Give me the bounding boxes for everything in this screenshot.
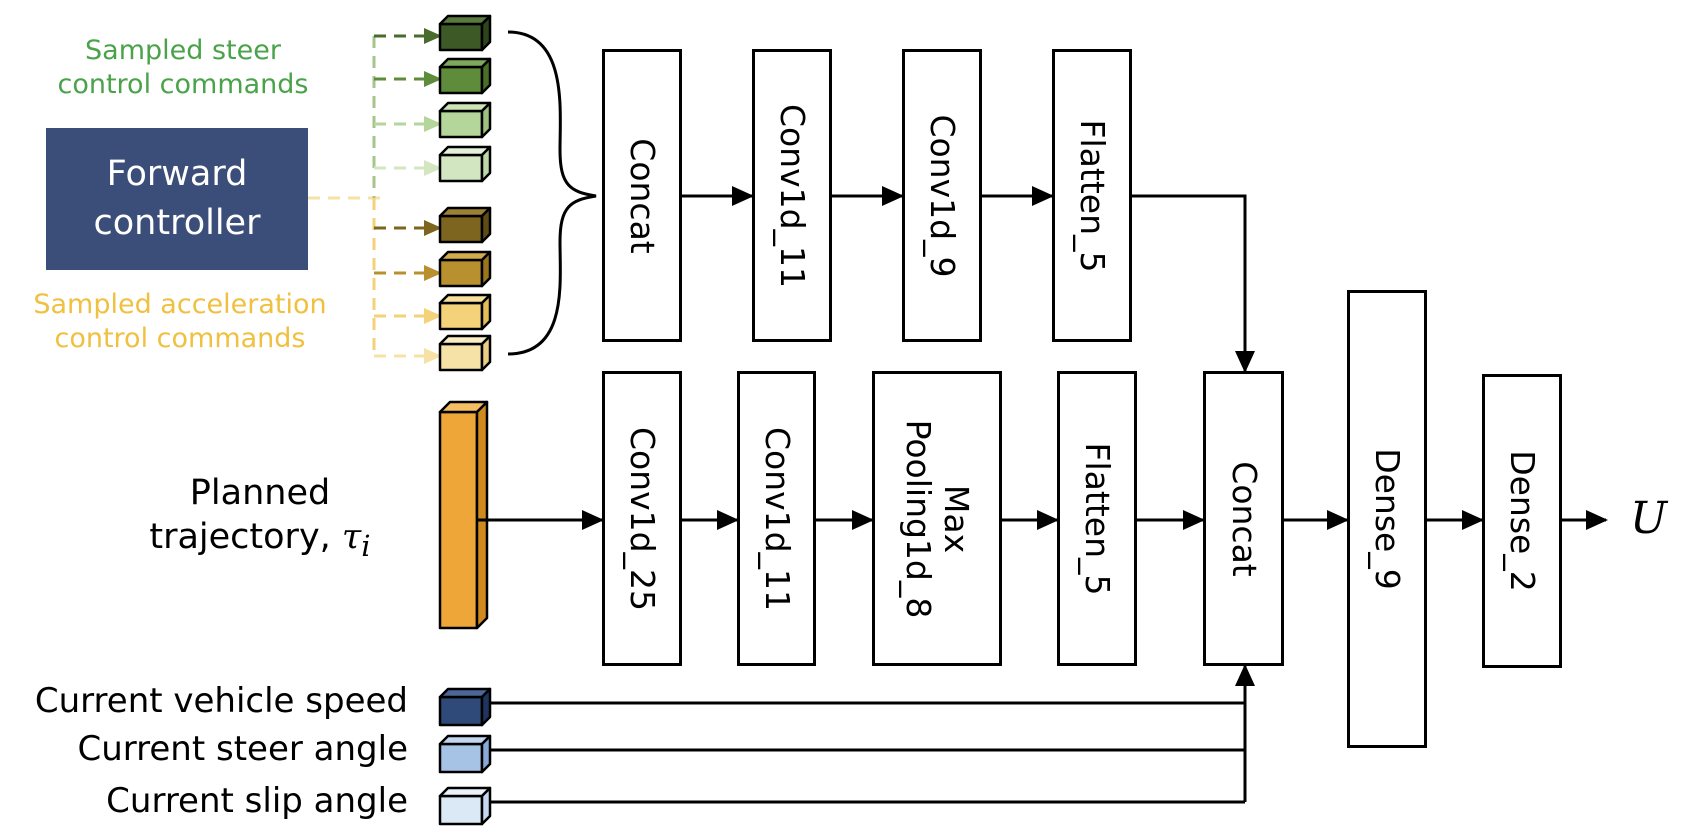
input-label-speed: Current vehicle speed [34, 681, 408, 721]
top-conv1d-9-layer: Conv1d_9 [902, 49, 982, 342]
accel-command-cube-2 [438, 250, 492, 288]
top-conv1d-11-layer: Conv1d_11 [752, 49, 832, 342]
top-conv1d-9-label: Conv1d_9 [922, 113, 962, 278]
steer-command-cube-4 [438, 145, 492, 183]
trajectory-subscript: i [361, 528, 371, 563]
top-concat-label: Concat [622, 137, 662, 254]
trajectory-symbol: τ [341, 516, 362, 557]
merge-concat-label: Concat [1224, 460, 1264, 577]
top-flatten-5-label: Flatten_5 [1072, 119, 1112, 272]
dense-9-label: Dense_9 [1367, 448, 1407, 590]
bottom-flatten-5-layer: Flatten_5 [1057, 371, 1137, 666]
planned-trajectory-text: Planned trajectory, [149, 473, 331, 557]
slip-angle-cube [438, 786, 492, 826]
top-concat-layer: Concat [602, 49, 682, 342]
steer-command-cube-2 [438, 57, 492, 95]
top-flatten-5-layer: Flatten_5 [1052, 49, 1132, 342]
output-symbol: U [1630, 493, 1668, 544]
sampled-commands-brace [507, 30, 597, 356]
dense-2-layer: Dense_2 [1482, 374, 1562, 668]
top-conv1d-11-label: Conv1d_11 [772, 103, 812, 288]
bottom-conv1d-11-label: Conv1d_11 [757, 426, 797, 611]
state-input-arrows [490, 664, 1255, 804]
bottom-conv1d-25-label: Conv1d_25 [622, 426, 662, 611]
forward-controller-box: Forward controller [46, 128, 308, 270]
trajectory-bar [438, 400, 489, 630]
sampled-command-connectors [308, 28, 442, 364]
top-branch-arrows [682, 186, 1255, 373]
steer-command-cube-3 [438, 101, 492, 139]
dense-2-label: Dense_2 [1502, 450, 1542, 592]
accel-command-cube-4 [438, 334, 492, 372]
accel-command-cube-3 [438, 293, 492, 331]
bottom-conv1d-25-layer: Conv1d_25 [602, 371, 682, 666]
bottom-conv1d-11-layer: Conv1d_11 [737, 371, 816, 666]
bottom-maxpooling-label: Max Pooling1d_8 [899, 419, 976, 618]
forward-controller-label: Forward controller [93, 154, 261, 243]
bottom-maxpooling-layer: Max Pooling1d_8 [872, 371, 1002, 666]
vehicle-speed-cube [438, 687, 492, 727]
merge-concat-layer: Concat [1203, 371, 1284, 666]
bottom-flatten-5-label: Flatten_5 [1077, 442, 1117, 595]
input-label-steer: Current steer angle [77, 729, 408, 769]
input-label-slip: Current slip angle [106, 781, 408, 821]
accel-command-cube-1 [438, 206, 492, 244]
steer-command-cube-1 [438, 14, 492, 52]
planned-trajectory-label: Planned trajectory, τi [100, 472, 420, 564]
steer-angle-cube [438, 734, 492, 774]
steer-commands-label: Sampled steer control commands [57, 35, 309, 100]
accel-commands-label: Sampled acceleration control commands [33, 289, 327, 354]
dense-9-layer: Dense_9 [1347, 290, 1427, 748]
